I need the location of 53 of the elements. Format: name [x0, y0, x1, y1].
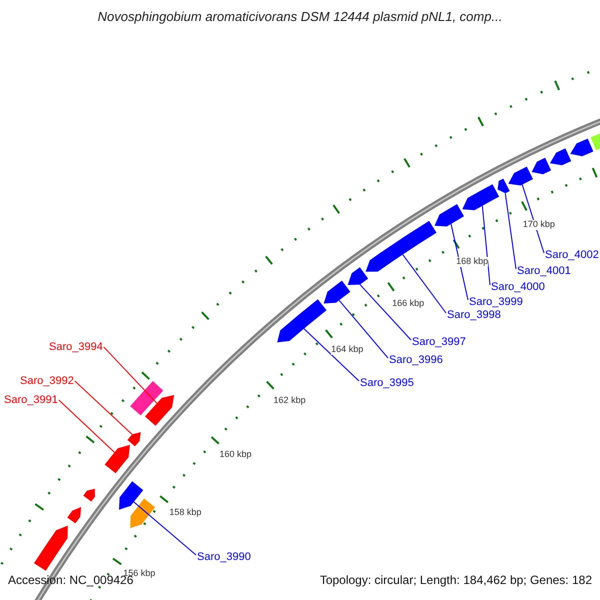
- gene-label: Saro_3999: [469, 296, 523, 308]
- gene-feature: [508, 166, 533, 186]
- gene-feature: [434, 204, 464, 226]
- gene-label: Saro_3990: [197, 551, 251, 564]
- gene-label: Saro_3991: [4, 394, 58, 406]
- gene-feature: [104, 444, 130, 474]
- leader-line: [450, 223, 468, 300]
- gene-feature: [348, 267, 368, 285]
- scale-label: 158 kbp: [169, 508, 202, 518]
- scale-label: 170 kbp: [522, 220, 555, 230]
- scale-label: 164 kbp: [331, 345, 364, 356]
- leader-line: [133, 501, 196, 556]
- gene-feature: [324, 280, 350, 304]
- gene-label: Saro_3996: [389, 354, 443, 366]
- gene-label: Saro_3992: [20, 375, 74, 388]
- gene-label: Saro_4001: [517, 265, 571, 278]
- leader-line: [103, 346, 158, 404]
- gene-label: Saro_3997: [412, 336, 466, 348]
- gene-block: [130, 381, 164, 416]
- gene-feature: [366, 220, 436, 272]
- leader-line: [359, 284, 412, 340]
- gene-label: Saro_3995: [360, 377, 414, 390]
- gene-feature: [550, 148, 572, 166]
- gene-feature: [570, 138, 594, 156]
- scale-label: 160 kbp: [220, 450, 252, 460]
- scale-label: 168 kbp: [456, 257, 488, 267]
- gene-label: Saro_4002: [545, 249, 599, 262]
- gene-label: Saro_3998: [447, 309, 501, 322]
- scale-label: 162 kbp: [274, 396, 306, 406]
- gene-label: Saro_4000: [491, 281, 545, 294]
- leader-line: [58, 400, 115, 453]
- gene-feature: [145, 395, 174, 426]
- title: Novosphingobium aromaticivorans DSM 12444 plasmid pNL1, comp...: [96, 10, 504, 24]
- gene-feature: [498, 178, 510, 194]
- gene-feature: [34, 526, 68, 571]
- leader-line: [504, 192, 516, 270]
- gene-feature: [127, 432, 141, 446]
- scale-label: 166 kbp: [392, 299, 424, 309]
- gene-feature: [67, 507, 82, 524]
- leader-line: [74, 380, 133, 435]
- gene-feature: [83, 488, 95, 502]
- gene-feature: [130, 498, 156, 528]
- gene-label: Saro_3994: [49, 341, 103, 354]
- leader-line: [402, 254, 446, 314]
- gene-feature: [277, 299, 326, 342]
- gene-feature: [462, 184, 500, 210]
- gene-feature: [119, 481, 144, 510]
- genome-summary: Topology: circular; Length: 184,462 bp; Genes: 182: [320, 574, 592, 588]
- leader-line: [303, 328, 360, 382]
- leader-line: [482, 205, 490, 286]
- leader-line: [338, 300, 388, 358]
- gene-feature: [532, 158, 552, 174]
- leader-line: [522, 184, 544, 254]
